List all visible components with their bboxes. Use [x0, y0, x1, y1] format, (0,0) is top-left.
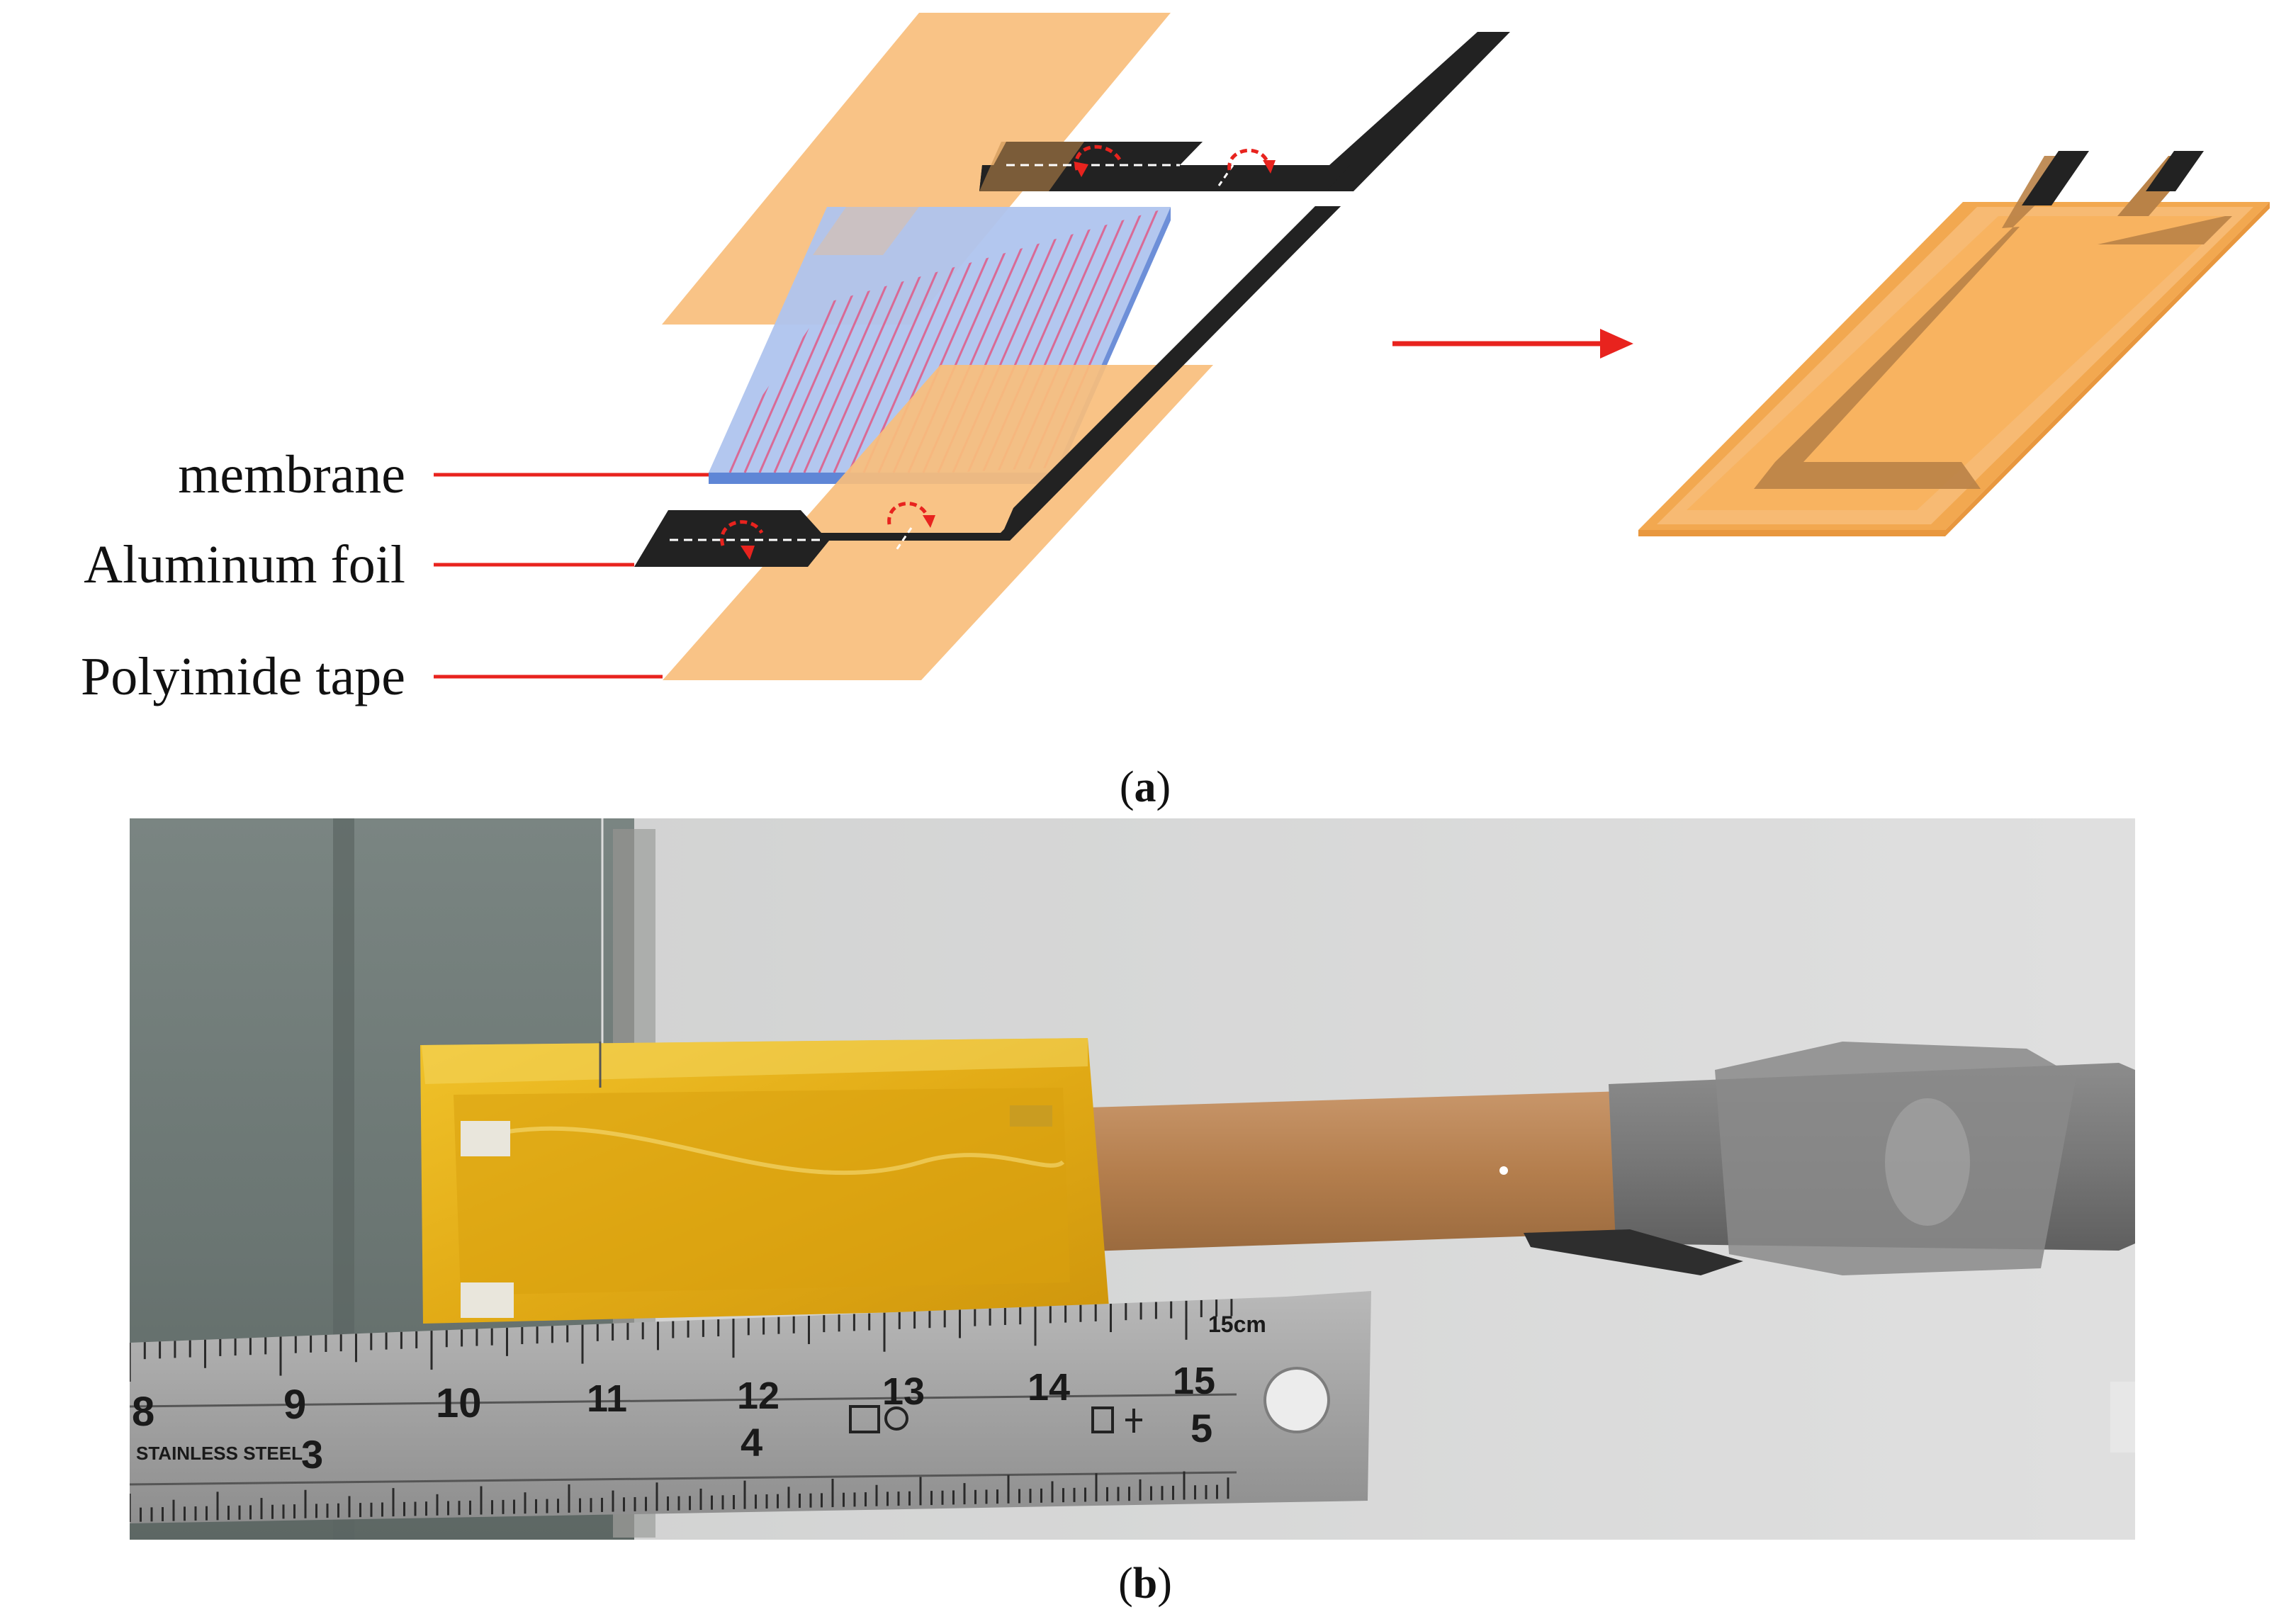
panel-b-photo: 15cm STAINLESS STEEL 8 9 10 11 12 13 14 … [130, 818, 2135, 1540]
ruler-cm-label: 10 [436, 1380, 482, 1426]
top-polyimide-tape [662, 13, 1171, 325]
wooden-stick [1042, 1091, 1623, 1253]
assembled-sensor [1638, 151, 2270, 536]
polyimide-tape-label: Polyimide tape [81, 647, 405, 706]
bottom-aluminum-foil [634, 206, 1341, 567]
duct-tape [1524, 1042, 2135, 1275]
bottom-polyimide-tape [663, 365, 1213, 680]
ruler-cm-label: 9 [283, 1382, 306, 1428]
ruler-hanging-hole [1263, 1367, 1330, 1433]
ruler-cm-label: 13 [882, 1370, 925, 1413]
electrode-tab [2146, 151, 2204, 191]
fold-arrow-icon [1227, 148, 1271, 171]
ruler-cm-label: 8 [132, 1389, 154, 1435]
aluminum-foil-label: Aluminum foil [84, 535, 405, 594]
ruler-inch-label: 5 [1190, 1406, 1212, 1450]
electrode-tab [2022, 151, 2089, 205]
steel-ruler: 15cm STAINLESS STEEL 8 9 10 11 12 13 14 … [130, 1291, 1371, 1523]
panel-b-label: (b) [1118, 1560, 1172, 1608]
ruler-inch-label: 3 [301, 1432, 323, 1477]
ruler-cm-label: 12 [737, 1375, 779, 1417]
assembly-arrow-icon [1392, 329, 1633, 359]
ruler-unit-text: 15cm [1208, 1312, 1266, 1337]
kapton-sensor [420, 1038, 1109, 1324]
fold-arrow-icon [887, 502, 930, 525]
ruler-cm-label: 15 [1173, 1360, 1215, 1402]
ruler-inch-label: 4 [741, 1420, 762, 1465]
ruler-glyph [849, 1405, 1142, 1433]
panel-a-label: (a) [1120, 763, 1171, 811]
ruler-cm-label: 11 [587, 1377, 627, 1420]
aluminum-tab [461, 1121, 510, 1156]
ruler-brand-text: STAINLESS STEEL [136, 1443, 303, 1464]
panel-a-diagram: membrane Aluminum foil Polyimide tape (a… [81, 13, 2270, 811]
membrane-label: membrane [178, 445, 405, 504]
ruler-cm-label: 14 [1028, 1366, 1070, 1409]
fold-arrow-icon [720, 520, 764, 546]
aluminum-tab [461, 1282, 514, 1318]
